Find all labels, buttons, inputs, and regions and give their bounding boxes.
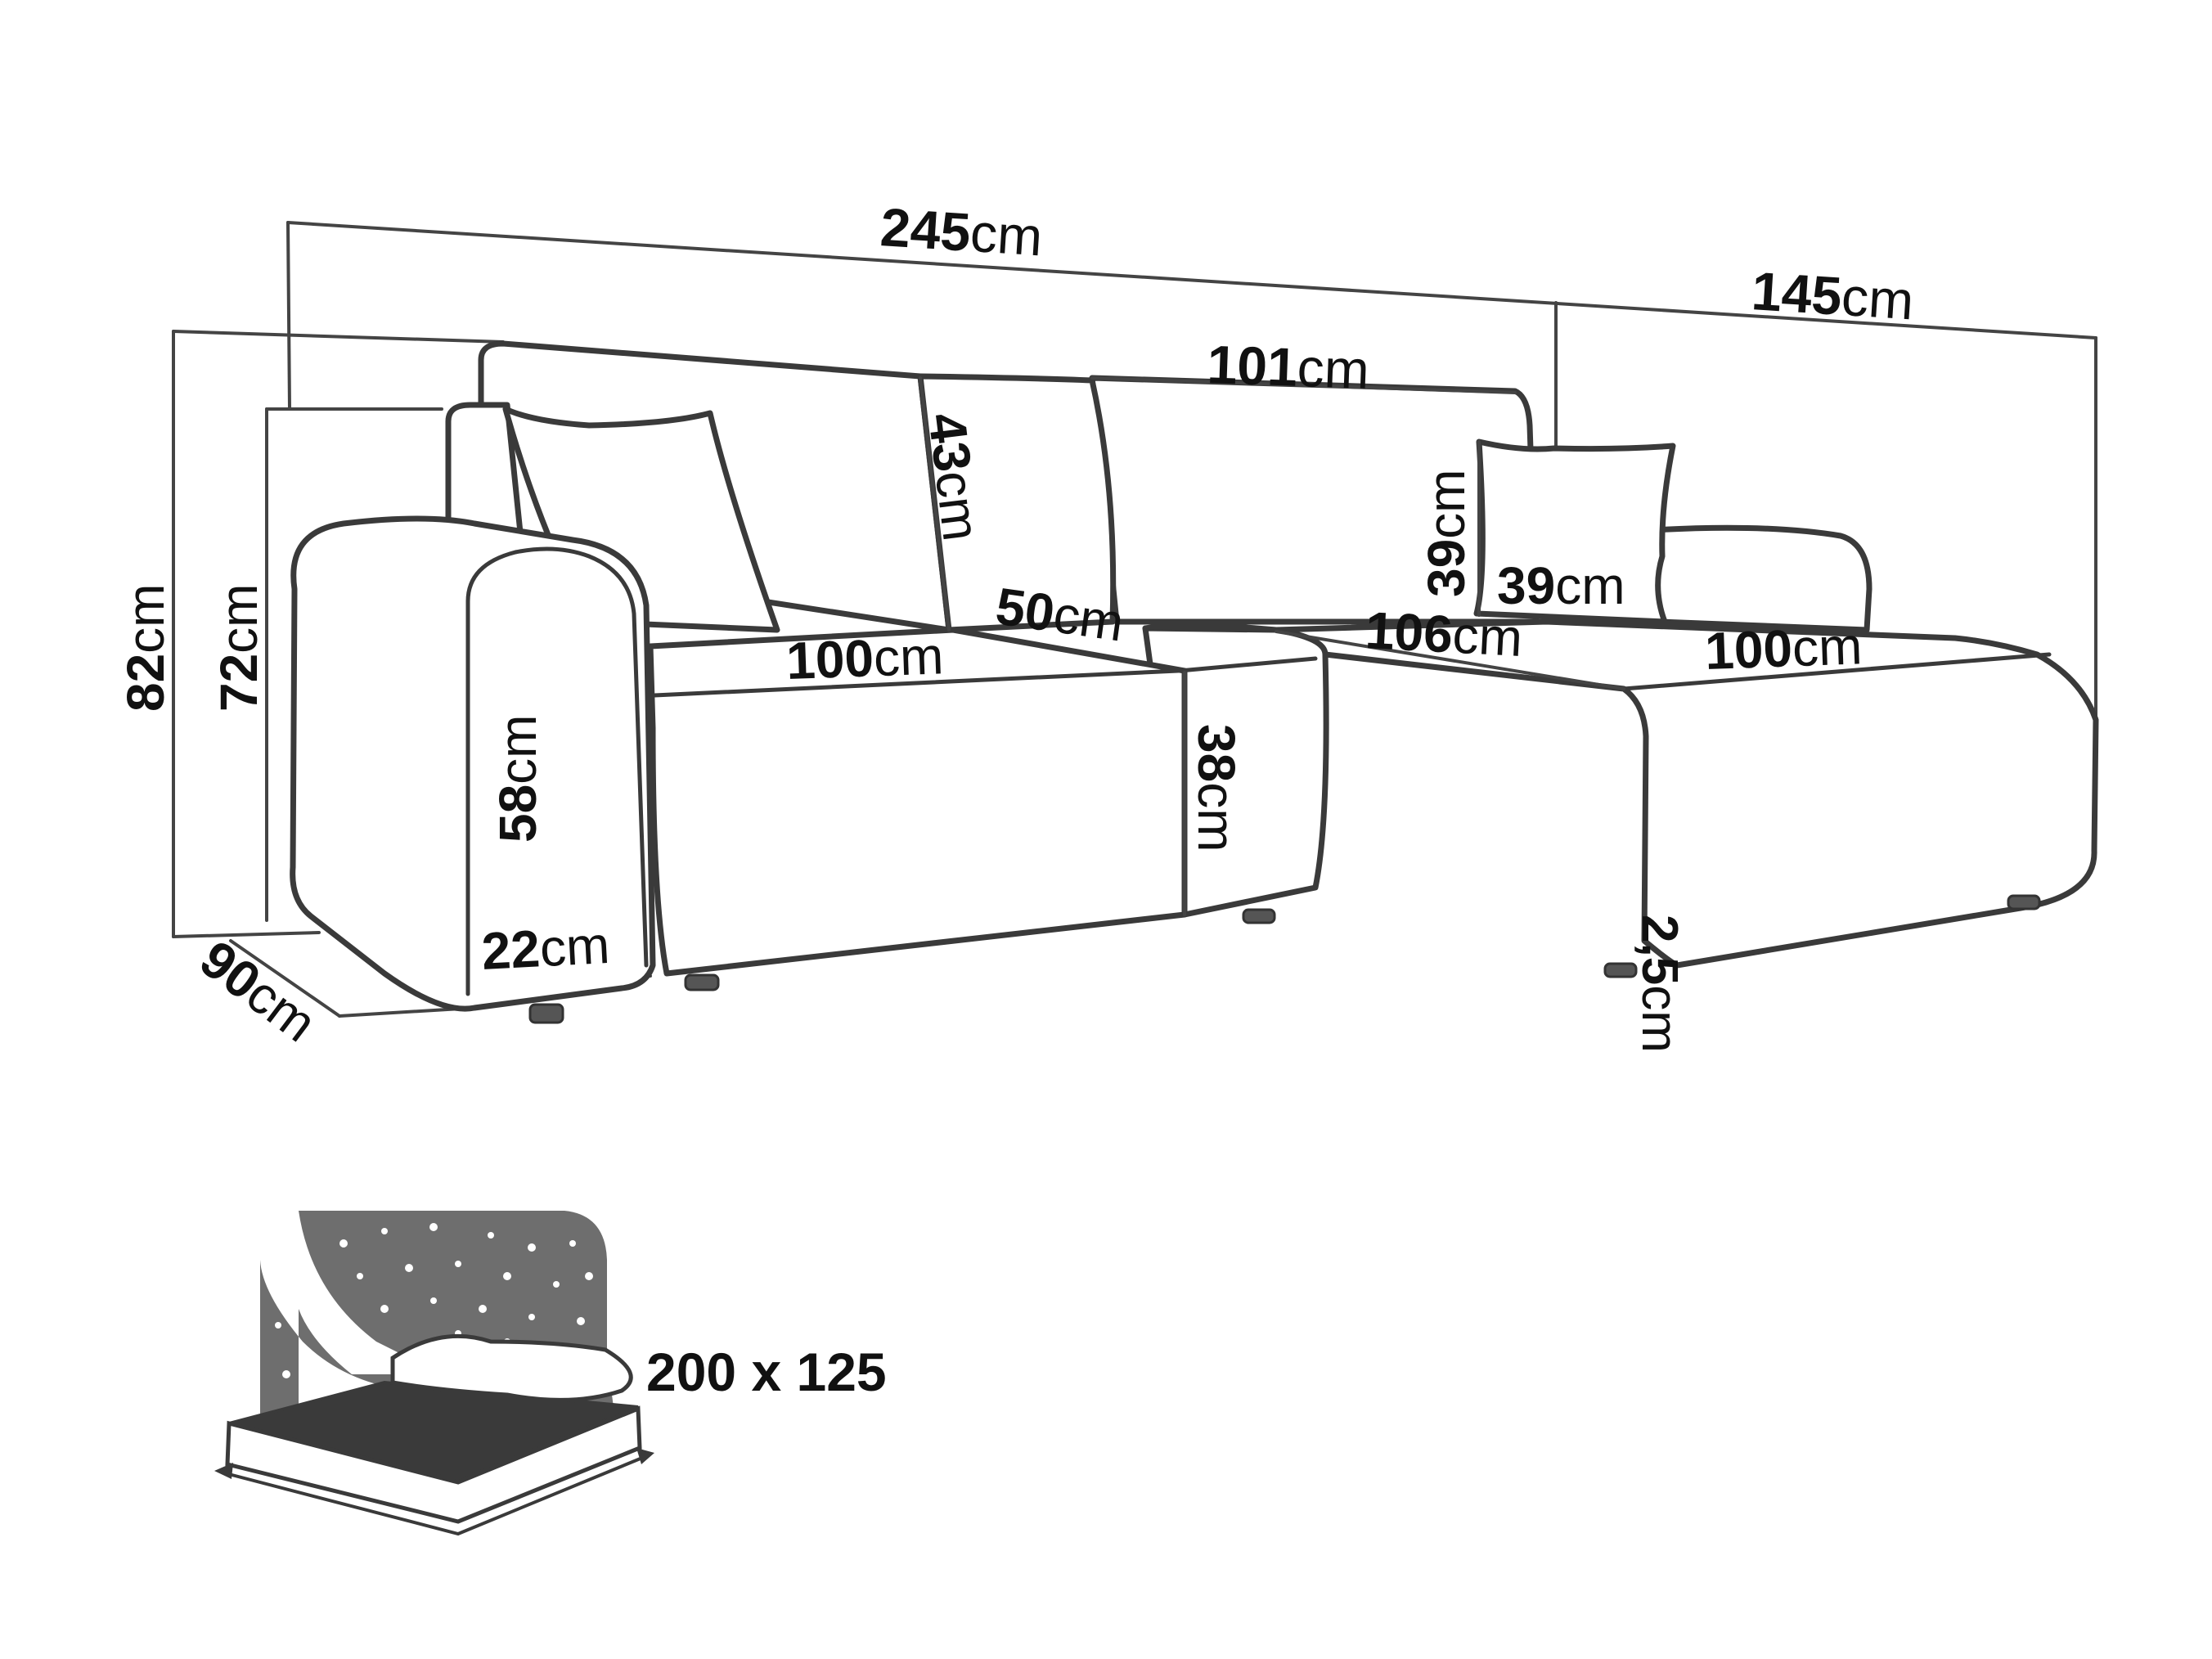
leg — [1603, 962, 1638, 978]
leg — [528, 1003, 564, 1024]
label-leg-height: 2,5cm — [1631, 915, 1688, 1053]
leg — [684, 973, 720, 991]
sofa-drawing — [290, 340, 2099, 1024]
stars — [275, 1223, 593, 1427]
leg — [2007, 894, 2041, 910]
sleeping-area-label: 200 x 125 — [646, 1342, 887, 1402]
label-seat-height: 38cm — [1187, 724, 1246, 852]
label-pillow-width: 39cm — [1497, 556, 1625, 615]
label-armrest-width: 22cm — [480, 915, 611, 981]
left-armrest — [290, 515, 656, 1012]
label-total-width: 245cm — [879, 196, 1044, 267]
bed-night-icon — [214, 1211, 654, 1536]
label-chaise-width: 145cm — [1750, 260, 1915, 330]
label-armrest-inner-height: 58cm — [488, 715, 547, 843]
middle-back-cushion — [917, 373, 1117, 633]
leg — [1242, 908, 1276, 924]
seat-left — [647, 627, 1188, 977]
right-pillow — [1473, 438, 1676, 625]
label-total-height: 82cm — [116, 584, 175, 713]
label-depth: 90cm — [190, 929, 327, 1054]
label-seat-depth: 50cm — [992, 577, 1127, 653]
right-bolster — [1649, 524, 1873, 633]
label-back-height: 43cm — [917, 410, 991, 544]
label-armrest-height: 72cm — [209, 584, 268, 713]
label-back-cushion-width: 101cm — [1207, 334, 1371, 400]
label-chaise-seat-width: 100cm — [1704, 616, 1863, 681]
label-seat-width-left: 100cm — [785, 626, 944, 690]
label-pillow-height: 39cm — [1417, 470, 1476, 598]
label-chaise-length: 106cm — [1364, 600, 1524, 668]
